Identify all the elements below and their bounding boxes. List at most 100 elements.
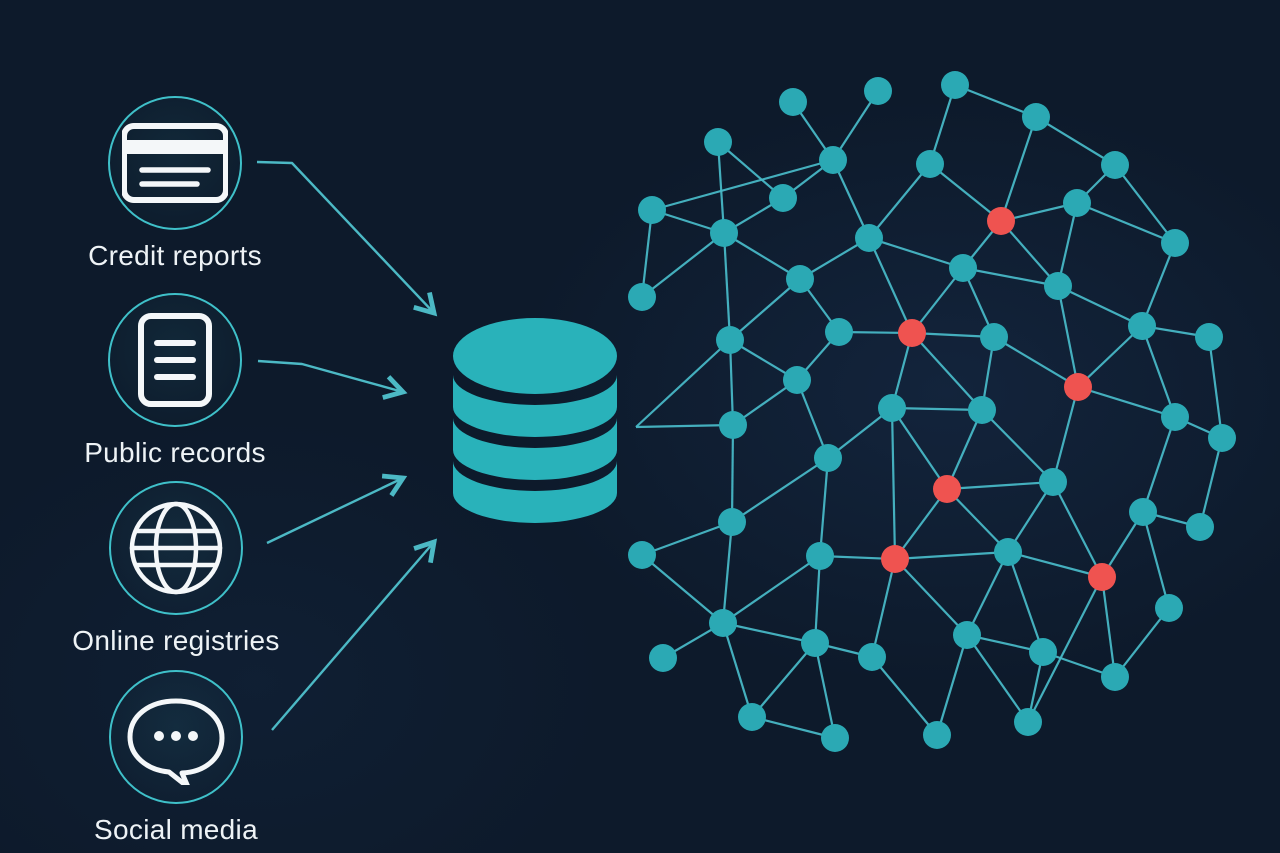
network-edge xyxy=(641,520,733,557)
flow-arrows xyxy=(256,160,438,731)
network-edge xyxy=(870,558,897,658)
speech-bubble-icon xyxy=(127,698,225,785)
network-node xyxy=(941,71,969,99)
network-edge xyxy=(1076,201,1176,245)
network-node xyxy=(1063,189,1091,217)
globe-icon xyxy=(129,501,223,595)
network-edge xyxy=(651,158,834,212)
network-node xyxy=(806,542,834,570)
network-edge xyxy=(818,457,830,557)
network-edge xyxy=(929,163,1002,222)
network-edge xyxy=(1077,325,1143,388)
network-edge xyxy=(1114,607,1170,678)
network-edge xyxy=(868,236,964,270)
flow-arrow-public-records xyxy=(257,359,408,400)
network-edge xyxy=(722,621,816,645)
network-node xyxy=(980,323,1008,351)
network-edge xyxy=(716,141,726,234)
network-edge xyxy=(946,488,1009,553)
network-edge xyxy=(721,521,734,624)
network-edge xyxy=(730,424,735,523)
network-edge xyxy=(1140,242,1177,327)
network-edge xyxy=(894,488,948,560)
network-edge xyxy=(946,480,1054,491)
network-edge xyxy=(894,550,1009,561)
network-edge xyxy=(1056,285,1080,388)
network-edge xyxy=(813,642,837,739)
network-edge xyxy=(868,163,931,239)
network-node xyxy=(783,366,811,394)
network-node xyxy=(1161,229,1189,257)
network-edge xyxy=(729,278,801,341)
network-edge xyxy=(871,656,938,736)
network-node xyxy=(628,541,656,569)
source-label: Social media xyxy=(94,814,258,845)
flagged-network-node xyxy=(881,545,909,573)
network-edge xyxy=(999,116,1038,222)
flagged-network-node xyxy=(898,319,926,347)
network-edges xyxy=(635,83,1224,740)
network-edge xyxy=(731,457,829,523)
network-edge xyxy=(635,339,731,428)
network-node xyxy=(968,396,996,424)
source-circle xyxy=(109,481,243,615)
network-edge xyxy=(751,642,816,718)
network-edge xyxy=(722,232,732,341)
network-edge xyxy=(981,409,1054,483)
source-circle xyxy=(108,293,242,427)
flagged-network-node xyxy=(1088,563,1116,591)
network-edge xyxy=(832,159,870,239)
network-edge xyxy=(1007,550,1103,579)
source-item-online-registries: Online registries xyxy=(56,481,296,657)
network-edge xyxy=(945,409,984,490)
network-edge xyxy=(813,555,822,644)
network-node xyxy=(1155,594,1183,622)
flagged-network-node xyxy=(987,207,1015,235)
network-node xyxy=(923,721,951,749)
network-node xyxy=(1101,151,1129,179)
flagged-network-node xyxy=(933,475,961,503)
network-node xyxy=(1014,708,1042,736)
source-label: Public records xyxy=(84,437,266,468)
network-edge xyxy=(1141,416,1177,513)
network-edge xyxy=(1100,576,1117,678)
network-edge xyxy=(641,232,725,298)
network-node xyxy=(801,629,829,657)
network-edge xyxy=(1140,325,1177,418)
network-node xyxy=(1101,663,1129,691)
network-edge xyxy=(1052,481,1103,578)
network-node xyxy=(819,146,847,174)
network-node xyxy=(953,621,981,649)
network-edge xyxy=(717,141,784,199)
network-node xyxy=(814,444,842,472)
network-node xyxy=(786,265,814,293)
source-label: Online registries xyxy=(72,625,280,656)
network-edge xyxy=(891,406,983,412)
network-node xyxy=(916,150,944,178)
network-edge xyxy=(1006,551,1045,653)
flow-arrow-credit-reports xyxy=(256,160,438,317)
network-edge xyxy=(641,554,724,624)
network-node xyxy=(821,724,849,752)
network-edge xyxy=(640,209,654,298)
network-node xyxy=(825,318,853,346)
network-node xyxy=(779,88,807,116)
network-node xyxy=(628,283,656,311)
network-edge xyxy=(911,332,983,411)
network-node xyxy=(738,703,766,731)
network-node xyxy=(716,326,744,354)
network-node xyxy=(1208,424,1236,452)
network-node xyxy=(718,508,746,536)
flagged-network-node xyxy=(1064,373,1092,401)
network-edge xyxy=(722,555,821,624)
network-edge xyxy=(1051,386,1080,483)
network-edge xyxy=(966,634,1029,723)
network-node xyxy=(769,184,797,212)
database-icon xyxy=(453,318,617,523)
network-edge xyxy=(635,423,734,429)
source-circle xyxy=(108,96,242,230)
network-edge xyxy=(1207,336,1224,439)
network-edge xyxy=(751,715,836,740)
network-edge xyxy=(1141,511,1171,609)
network-node xyxy=(709,609,737,637)
